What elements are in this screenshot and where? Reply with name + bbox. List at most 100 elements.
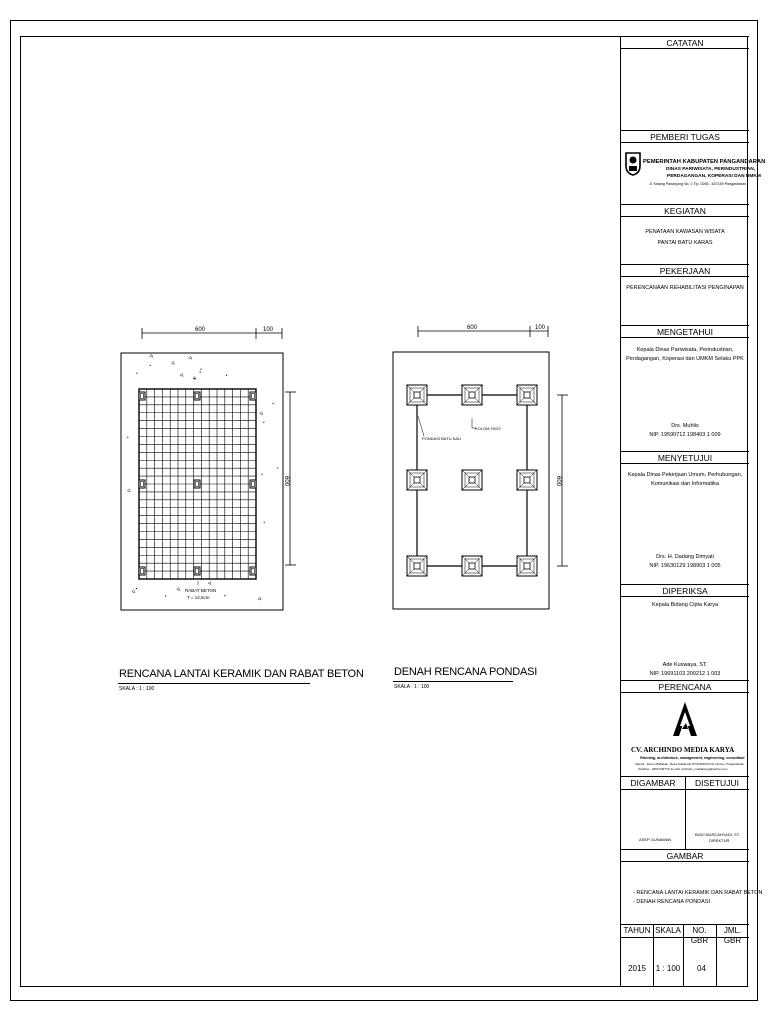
plan-right-title-underline	[393, 681, 513, 682]
kegiatan-line1: PENATAAN KAWASAN WISATA	[645, 229, 725, 235]
footing-diagonal	[419, 469, 428, 478]
footing-diagonal	[461, 555, 470, 564]
footing-diagonal	[529, 568, 538, 577]
mengetahui-nip: NIP. 19590712 198403 1 009	[649, 432, 721, 438]
hatch-mark	[188, 355, 193, 360]
diperiksa-nip: NIP. 19691103 200212 1 003	[649, 671, 721, 677]
hatch-mark	[261, 473, 263, 475]
dim-top-600-left: 600	[195, 327, 206, 333]
footing-diagonal	[419, 555, 428, 564]
footing-marks	[406, 384, 538, 577]
header-diperiksa: DIPERIKSA	[621, 584, 749, 597]
header-pemberi-tugas: PEMBERI TUGAS	[621, 130, 749, 143]
column-mark	[249, 479, 257, 489]
ceramic-tile-grid	[139, 389, 256, 579]
digambar-name: ASEP GUNAWAN	[639, 837, 672, 842]
column-mark	[249, 391, 257, 401]
dim-top-600-right: 600	[467, 325, 478, 331]
hatch-mark	[257, 596, 262, 601]
hatch-mark	[207, 581, 212, 585]
mengetahui-name: Drs. Muhlis	[671, 423, 699, 429]
column-inner	[251, 568, 255, 574]
column-inner	[251, 393, 255, 399]
hatch-mark	[136, 372, 138, 374]
val-skala: 1 : 100	[655, 964, 681, 973]
footing-diagonal	[406, 555, 415, 564]
diperiksa-line1: Kepala Bidang Cipta Karya	[651, 602, 719, 608]
hatch-mark	[171, 361, 175, 365]
footing-diagonal	[406, 469, 415, 478]
column-mark	[138, 479, 146, 489]
plan-right-scale: SKALA : 1 : 100	[394, 684, 430, 690]
footing-column	[468, 562, 476, 570]
dimension-right-right	[557, 394, 568, 567]
footing-diagonal	[406, 482, 415, 491]
disetujui-name: BUDI NURCAHYADI, ST.	[695, 832, 740, 837]
diperiksa-name: Ade Kuswaya, ST.	[662, 662, 708, 668]
gambar-item-1: - RENCANA LANTAI KERAMIK DAN RABAT BETON	[633, 890, 763, 896]
company-address-line1: Alamat : Dusun Babakan, Desa Sukahurip R…	[635, 762, 745, 766]
footing-column	[413, 562, 421, 570]
mengetahui-line1: Kepala Dinas Pariwisata, Perindustrian,	[636, 347, 734, 353]
menyetujui-line2: Komunikasi dan Informatika	[651, 481, 719, 487]
footing-mid	[409, 472, 425, 488]
footing-diagonal	[474, 397, 483, 406]
column-inner	[140, 568, 144, 574]
menyetujui-line1: Kepala Dinas Pekerjaan Umum, Perhubungan…	[627, 472, 743, 478]
footing-diagonal	[419, 384, 428, 393]
column-inner	[195, 568, 199, 574]
client-dept-line2: PERDAGANGAN, KOPERASI DAN UMKM	[667, 174, 761, 179]
header-kegiatan: KEGIATAN	[621, 204, 749, 217]
column-inner	[140, 481, 144, 487]
footing-diagonal	[474, 469, 483, 478]
footing-mid	[409, 387, 425, 403]
footing-column	[468, 476, 476, 484]
footing-diagonal	[516, 555, 525, 564]
footing-diagonal	[474, 384, 483, 393]
dim-top-100-left: 100	[263, 327, 274, 333]
footing-diagonal	[516, 482, 525, 491]
column-mark	[138, 391, 146, 401]
column-mark	[193, 479, 201, 489]
footing-column	[523, 391, 531, 399]
col-skala: SKALA	[655, 926, 681, 935]
hatch-mark	[165, 595, 167, 597]
note-pondasi: PONDASI BATU KALI	[422, 436, 461, 441]
footing-column	[468, 391, 476, 399]
col-no-gbr: NO. GBR	[690, 926, 709, 945]
drawing-frame	[20, 36, 748, 987]
footing-diagonal	[516, 384, 525, 393]
foundation-plan-right: 600 100 600 KOLOM 20/20 PONDASI BATU KAL…	[392, 325, 568, 610]
footing-diagonal	[461, 384, 470, 393]
hatch-mark	[277, 467, 279, 469]
hatch-mark	[127, 436, 129, 438]
col-jml-gbr: JML. GBR	[723, 926, 742, 945]
column-mark	[193, 391, 201, 401]
footing-diagonal	[419, 568, 428, 577]
company-tagline: Planning, architecture, management, engi…	[640, 756, 745, 760]
floor-plan-left: 600 100 600 RABAT BETON T = 12,5cm	[120, 327, 296, 611]
footing-mid	[464, 387, 480, 403]
val-tahun: 2015	[628, 964, 646, 973]
gambar-item-2: - DENAH RENCANA PONDASI	[633, 899, 711, 905]
column-inner	[195, 481, 199, 487]
hatch-mark	[272, 402, 274, 405]
hatch-mark	[135, 587, 138, 590]
footing-mid	[464, 558, 480, 574]
footing-diagonal	[461, 482, 470, 491]
plan-left-title: RENCANA LANTAI KERAMIK DAN RABAT BETON	[119, 668, 364, 680]
footing-diagonal	[461, 397, 470, 406]
footing-mid	[409, 558, 425, 574]
footing-column	[523, 562, 531, 570]
column-inner	[251, 481, 255, 487]
footing-diagonal	[461, 469, 470, 478]
footing-mid	[519, 387, 535, 403]
hatch-mark	[263, 521, 265, 523]
hatch-mark	[176, 587, 181, 591]
hatch-mark	[149, 353, 153, 358]
footing-diagonal	[406, 384, 415, 393]
pekerjaan-text: PERENCANAAN REHABILITASI PENGINAPAN	[626, 285, 744, 291]
footing-mid	[519, 472, 535, 488]
